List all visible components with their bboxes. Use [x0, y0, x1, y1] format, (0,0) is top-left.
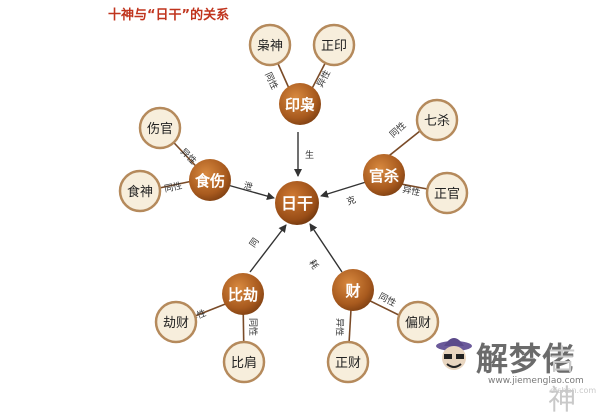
svg-text:正印: 正印 — [321, 39, 347, 54]
svg-text:枭神: 枭神 — [257, 38, 283, 54]
svg-text:食伤: 食伤 — [195, 172, 225, 190]
arrow-xie — [223, 183, 275, 200]
node-zhengguan: 正官 — [425, 171, 469, 215]
arrow-ke — [320, 181, 367, 198]
node-piancai: 偏财 — [396, 300, 440, 344]
node-qisha: 七杀 — [415, 98, 459, 142]
node-yinxiao: 印枭 — [279, 83, 321, 125]
label-guansha-yixing: 异性 — [401, 183, 421, 198]
node-guansha: 官杀 — [363, 154, 405, 196]
svg-text:日干: 日干 — [281, 194, 313, 213]
label-cai-yixing: 异性 — [333, 318, 346, 336]
label-hao: 耗 — [306, 258, 320, 271]
watermark-brand: 解梦佬 — [476, 340, 576, 378]
node-zhengyin: 正印 — [312, 23, 356, 67]
label-xie: 泄 — [242, 179, 254, 193]
mascot-icon — [436, 338, 472, 370]
node-zhengcai: 正财 — [326, 340, 370, 384]
svg-text:印枭: 印枭 — [285, 96, 315, 114]
primary-nodes: 印枭 官杀 财 比劫 食伤 — [189, 83, 405, 315]
svg-text:食神: 食神 — [127, 184, 153, 200]
svg-text:比肩: 比肩 — [231, 355, 257, 371]
node-bijie: 比劫 — [222, 273, 264, 315]
node-shishang: 食伤 — [189, 159, 231, 201]
arrow-hao — [309, 223, 343, 273]
label-tong: 同 — [247, 236, 261, 250]
svg-text:七杀: 七杀 — [424, 114, 450, 129]
arrows — [223, 132, 367, 273]
node-bijian: 比肩 — [222, 340, 266, 384]
svg-text:正官: 正官 — [434, 186, 460, 202]
watermark: 解梦佬 吉神 www.jiemenglao.com dishen.com — [430, 328, 600, 416]
svg-text:官杀: 官杀 — [369, 167, 399, 185]
label-sheng: 生 — [305, 149, 314, 161]
svg-text:财: 财 — [345, 282, 360, 300]
svg-text:偏财: 偏财 — [405, 316, 431, 331]
svg-text:伤官: 伤官 — [147, 121, 173, 137]
label-shishang-yixing: 异性 — [178, 146, 199, 167]
watermark-url-secondary: dishen.com — [550, 386, 597, 395]
node-xiaoshen: 枭神 — [248, 23, 292, 67]
node-cai: 财 — [332, 269, 374, 311]
arrow-tong — [249, 224, 287, 273]
node-center: 日干 — [275, 181, 319, 225]
label-ke: 克 — [345, 194, 357, 207]
diagram-title: 十神与“日干”的关系 — [108, 8, 230, 23]
svg-text:正财: 正财 — [335, 356, 361, 371]
svg-text:劫财: 劫财 — [163, 316, 189, 331]
svg-text:比劫: 比劫 — [228, 286, 258, 304]
watermark-url: www.jiemenglao.com — [488, 376, 584, 386]
ten-gods-diagram: 生 克 耗 同 泄 同性 异性 同性 异性 同性 异性 异性 同性 异性 同性 … — [118, 23, 469, 384]
secondary-nodes: 枭神 正印 七杀 正官 偏财 正财 劫财 比肩 — [118, 23, 469, 384]
label-guansha-tongxing: 同性 — [387, 119, 408, 140]
node-shangguan: 伤官 — [138, 106, 182, 150]
label-shishang-tongxing: 同性 — [163, 179, 183, 194]
label-yinxiao-tongxing: 同性 — [262, 70, 280, 91]
label-bijie-tongxing: 同性 — [247, 318, 259, 336]
node-jiecai: 劫财 — [154, 300, 198, 344]
node-shishen: 食神 — [118, 169, 162, 213]
